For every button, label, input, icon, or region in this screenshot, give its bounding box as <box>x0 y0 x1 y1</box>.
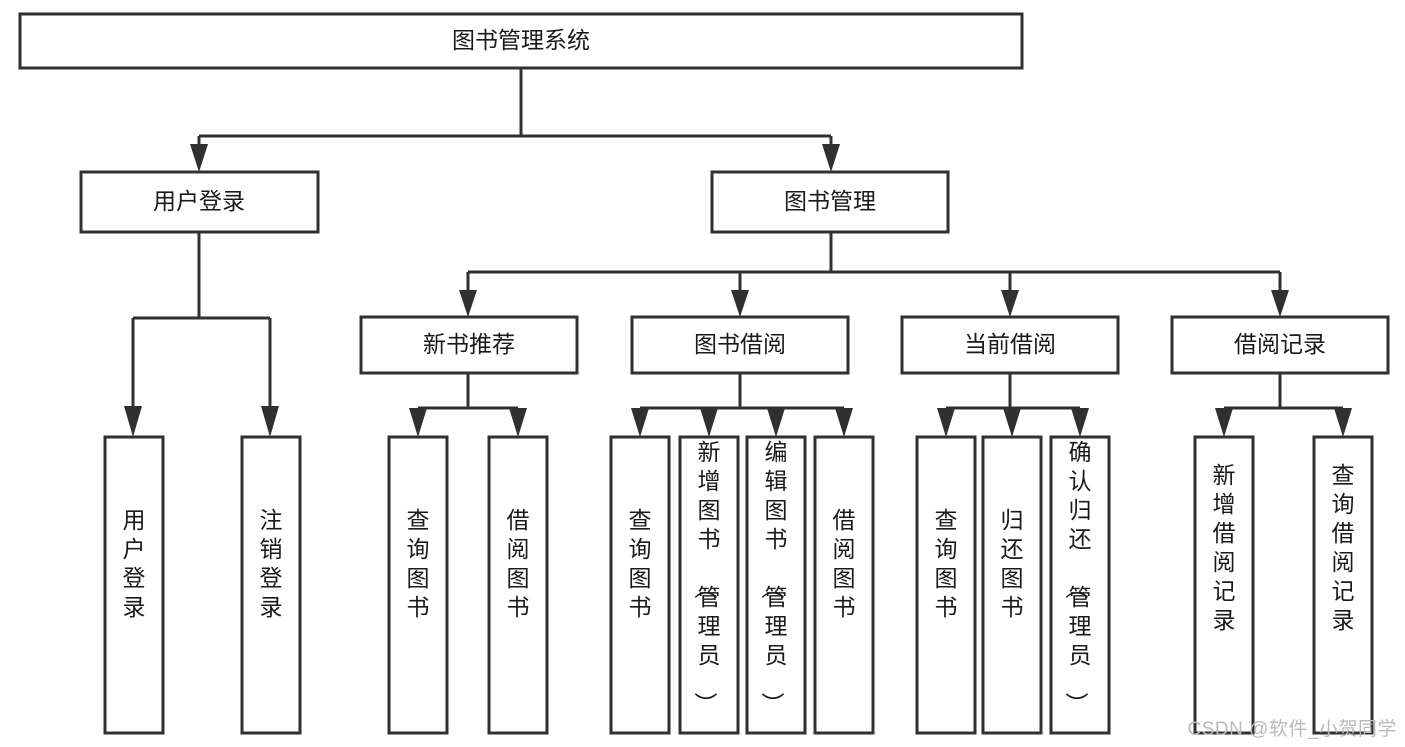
arrow-head-leaf-user-login-1 <box>261 406 279 437</box>
node-leaf-user-login-1[interactable]: 注销登录 <box>240 435 302 735</box>
node-leaf-new-book-1-box[interactable] <box>487 435 549 735</box>
connector-group-user-login <box>124 232 279 437</box>
arrow-head-user-login <box>190 144 208 172</box>
arrow-head-leaf-book-borrow-0 <box>631 408 649 437</box>
arrow-head-leaf-book-borrow-1 <box>700 408 718 437</box>
node-leaf-user-login-1-label: 注销登录 <box>260 507 283 620</box>
node-new-book-recommend-label: 新书推荐 <box>423 331 515 357</box>
node-current-borrow[interactable]: 当前借阅 <box>900 315 1120 375</box>
node-leaf-book-borrow-1-box[interactable] <box>678 435 740 735</box>
arrow-head-leaf-new-book-0 <box>409 408 427 437</box>
node-borrow-record[interactable]: 借阅记录 <box>1170 315 1390 375</box>
arrow-head-leaf-borrow-record-1 <box>1334 408 1352 437</box>
arrow-head-book-mgmt <box>822 144 840 172</box>
arrow-head-leaf-current-borrow-0 <box>937 408 955 437</box>
node-user-login-label: 用户登录 <box>153 188 245 214</box>
arrow-head-leaf-user-login-0 <box>124 406 142 437</box>
node-leaf-book-borrow-3-box[interactable] <box>813 435 875 735</box>
node-leaf-current-borrow-0-label: 查询图书 <box>935 507 958 620</box>
arrow-head-current-borrow <box>1001 290 1019 317</box>
arrow-head-leaf-book-borrow-2 <box>767 408 785 437</box>
node-leaf-current-borrow-1-label: 归还图书 <box>1001 507 1024 620</box>
csdn-watermark: CSDN @软件_小贺同学 <box>1187 719 1397 740</box>
node-new-book-recommend-box[interactable] <box>359 315 579 375</box>
node-leaf-current-borrow-1[interactable]: 归还图书 <box>981 435 1043 735</box>
node-current-borrow-label: 当前借阅 <box>964 331 1056 357</box>
node-leaf-book-borrow-3-label: 借阅图书 <box>833 507 856 620</box>
node-book-management-box[interactable] <box>710 170 950 234</box>
arrow-head-book-borrow <box>731 290 749 317</box>
node-leaf-book-borrow-2-box[interactable] <box>745 435 807 735</box>
node-leaf-book-borrow-0-box[interactable] <box>609 435 671 735</box>
node-book-borrow[interactable]: 图书借阅 <box>630 315 850 375</box>
node-leaf-book-borrow-3[interactable]: 借阅图书 <box>813 435 875 735</box>
node-leaf-borrow-record-0-label: 新增借阅记录 <box>1213 462 1236 633</box>
node-leaf-borrow-record-1-label: 查询借阅记录 <box>1332 462 1355 633</box>
node-current-borrow-box[interactable] <box>900 315 1120 375</box>
node-borrow-record-box[interactable] <box>1170 315 1390 375</box>
node-leaf-new-book-1[interactable]: 借阅图书 <box>487 435 549 735</box>
node-leaf-borrow-record-1-box[interactable] <box>1312 435 1374 735</box>
connector-group-new-book <box>409 373 527 437</box>
node-new-book-recommend[interactable]: 新书推荐 <box>359 315 579 375</box>
connector-group-root <box>190 68 840 172</box>
node-leaf-borrow-record-0-box[interactable] <box>1193 435 1255 735</box>
node-leaf-user-login-0-label: 用户登录 <box>123 507 146 620</box>
arrow-head-borrow-record <box>1271 290 1289 317</box>
node-leaf-book-borrow-1-label: 新增图书（管理员） <box>693 439 721 715</box>
node-leaf-book-borrow-0[interactable]: 查询图书 <box>609 435 671 735</box>
node-leaf-current-borrow-0-box[interactable] <box>915 435 977 735</box>
node-leaf-new-book-1-label: 借阅图书 <box>507 507 530 620</box>
node-leaf-current-borrow-0[interactable]: 查询图书 <box>915 435 977 735</box>
node-root[interactable]: 图书管理系统 <box>18 12 1024 70</box>
node-root-label: 图书管理系统 <box>452 27 590 53</box>
node-leaf-current-borrow-2[interactable]: 确认归还（管理员） <box>1049 435 1111 735</box>
connector-group-book-borrow <box>631 373 853 437</box>
node-root-box[interactable] <box>18 12 1024 70</box>
node-leaf-current-borrow-1-box[interactable] <box>981 435 1043 735</box>
arrow-head-leaf-borrow-record-0 <box>1215 408 1233 437</box>
node-leaf-user-login-1-box[interactable] <box>240 435 302 735</box>
arrow-head-leaf-book-borrow-3 <box>835 408 853 437</box>
node-leaf-book-borrow-0-label: 查询图书 <box>629 507 652 620</box>
node-leaf-user-login-0[interactable]: 用户登录 <box>103 435 165 735</box>
node-leaf-new-book-0-label: 查询图书 <box>407 507 430 620</box>
connector-group-borrow-record <box>1215 373 1352 437</box>
arrow-head-leaf-current-borrow-2 <box>1071 408 1089 437</box>
arrow-head-new-book <box>459 290 477 317</box>
node-book-management-label: 图书管理 <box>784 188 876 214</box>
node-leaf-book-borrow-2-label: 编辑图书（管理员） <box>760 439 788 715</box>
node-user-login[interactable]: 用户登录 <box>79 170 320 234</box>
connector-group-current-borrow <box>937 373 1089 437</box>
node-leaf-book-borrow-2[interactable]: 编辑图书（管理员） <box>745 435 807 735</box>
node-leaf-current-borrow-2-label: 确认归还（管理员） <box>1064 439 1092 715</box>
node-borrow-record-label: 借阅记录 <box>1234 331 1326 357</box>
node-leaf-current-borrow-2-box[interactable] <box>1049 435 1111 735</box>
node-book-borrow-box[interactable] <box>630 315 850 375</box>
node-leaf-book-borrow-1[interactable]: 新增图书（管理员） <box>678 435 740 735</box>
node-book-borrow-label: 图书借阅 <box>694 331 786 357</box>
node-book-management[interactable]: 图书管理 <box>710 170 950 234</box>
node-leaf-user-login-0-box[interactable] <box>103 435 165 735</box>
arrow-head-leaf-current-borrow-1 <box>1003 408 1021 437</box>
node-user-login-box[interactable] <box>79 170 320 234</box>
node-leaf-new-book-0-box[interactable] <box>387 435 449 735</box>
connector-group-book-mgmt <box>459 232 1289 317</box>
arrow-head-leaf-new-book-1 <box>509 408 527 437</box>
node-leaf-borrow-record-0[interactable]: 新增借阅记录 <box>1193 435 1255 735</box>
node-leaf-new-book-0[interactable]: 查询图书 <box>387 435 449 735</box>
node-leaf-borrow-record-1[interactable]: 查询借阅记录 <box>1312 435 1374 735</box>
